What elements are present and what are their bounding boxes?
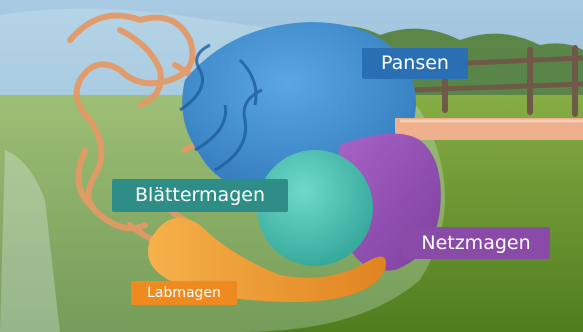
labmagen-label: Labmagen [131, 281, 237, 305]
netzmagen-label: Netzmagen [402, 227, 550, 259]
pansen-label: Pansen [362, 48, 468, 79]
blaettermagen-label: Blättermagen [112, 179, 288, 212]
